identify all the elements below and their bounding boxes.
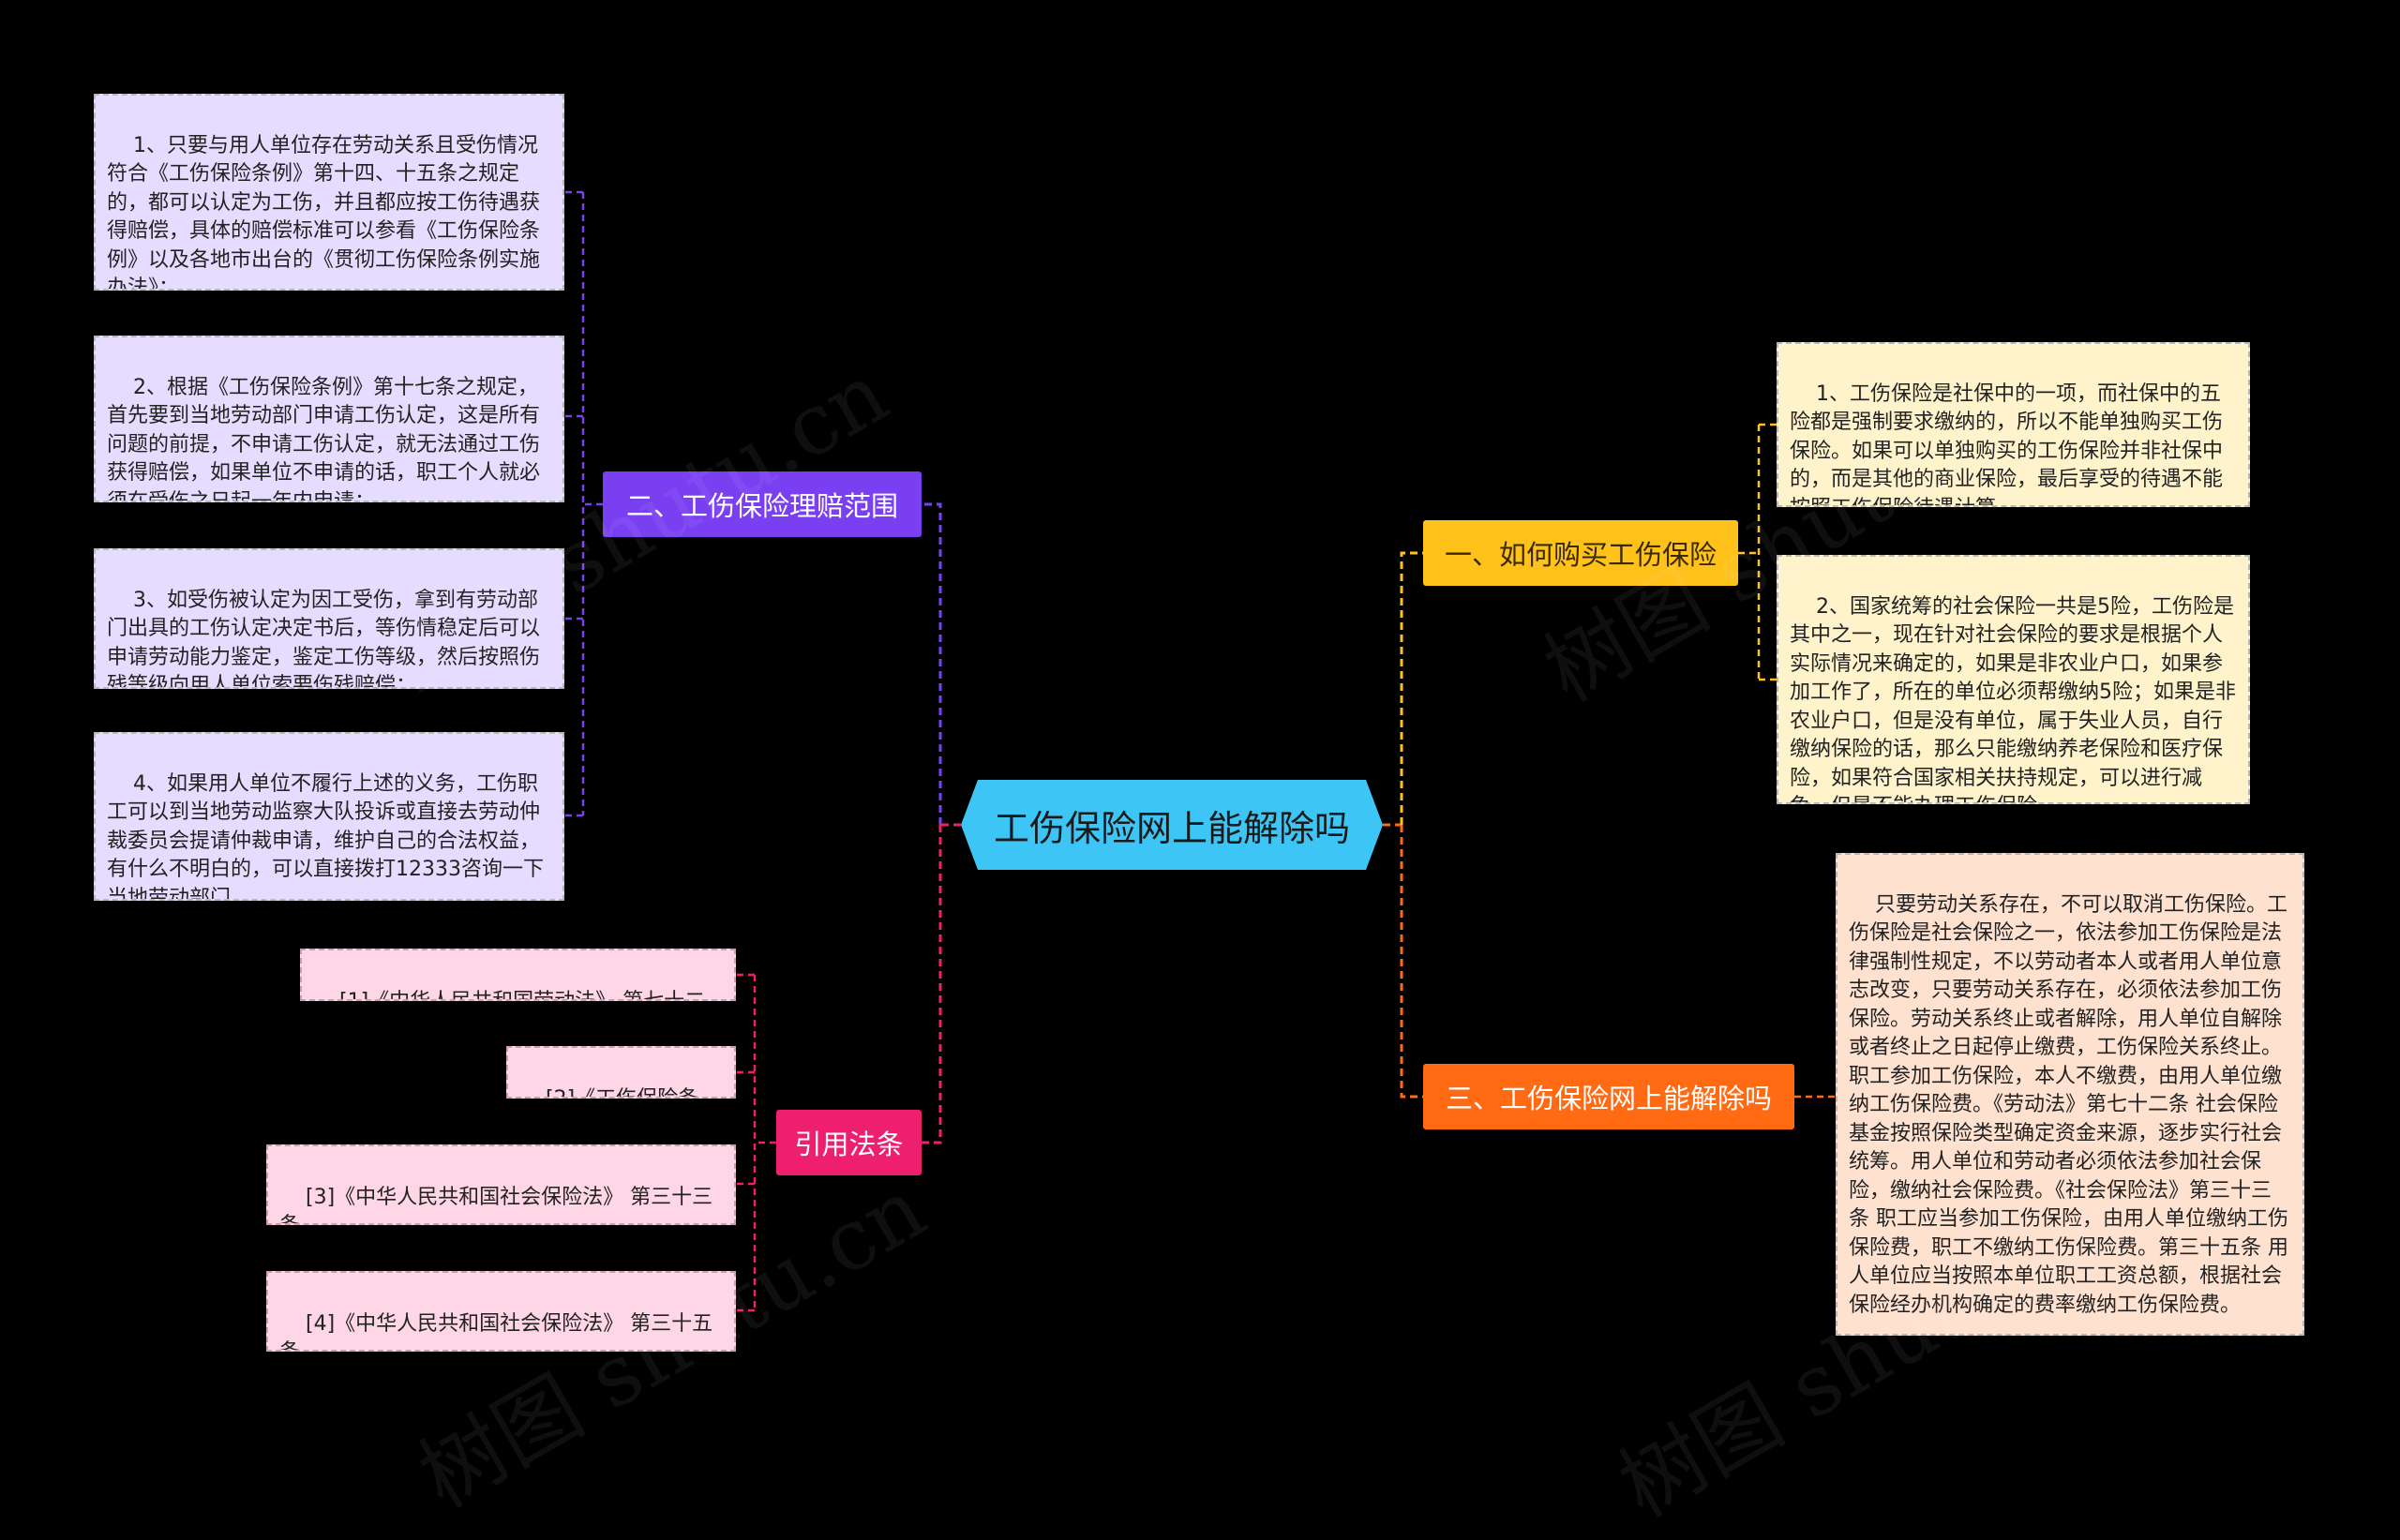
connector-trunk-scope	[922, 502, 942, 825]
branch-purchase[interactable]: 一、如何购买工伤保险	[1423, 520, 1738, 586]
citation-ref-4[interactable]: [4]《中华人民共和国社会保险法》 第三十五条	[266, 1271, 736, 1352]
scope-leaf-3[interactable]: 3、如受伤被认定为因工受伤，拿到有劳动部门出具的工伤认定决定书后，等伤情稳定后可…	[94, 548, 564, 689]
root-topic-label: 工伤保险网上能解除吗	[993, 807, 1350, 849]
scope-leaf-1-text: 1、只要与用人单位存在劳动关系且受伤情况符合《工伤保险条例》第十四、十五条之规定…	[107, 133, 541, 291]
connector-lines	[564, 190, 1836, 1312]
purchase-leaf-1-text: 1、工伤保险是社保中的一项，而社保中的五险都是强制要求缴纳的，所以不能单独购买工…	[1790, 381, 2224, 506]
branch-citations-label: 引用法条	[794, 1129, 904, 1160]
citation-ref-2-text: [2]《工伤保险条例》	[519, 1087, 698, 1097]
connector-purchase-spine	[1738, 425, 1761, 680]
connector-scope-spine	[581, 192, 603, 815]
citation-ref-1[interactable]: [1]《中华人民共和国劳动法》 第七十二条	[300, 949, 736, 1001]
citation-ref-2[interactable]: [2]《工伤保险条例》	[506, 1046, 736, 1099]
branch-terminate-label: 三、工伤保险网上能解除吗	[1445, 1083, 1772, 1114]
citation-ref-3-text: [3]《中华人民共和国社会保险法》 第三十三条	[279, 1186, 713, 1223]
scope-leaf-4[interactable]: 4、如果用人单位不履行上述的义务，工伤职工可以到当地劳动监察大队投诉或直接去劳动…	[94, 732, 564, 901]
branch-purchase-label: 一、如何购买工伤保险	[1444, 539, 1717, 571]
root-topic[interactable]: 工伤保险网上能解除吗	[961, 780, 1383, 870]
branch-scope[interactable]: 二、工伤保险理赔范围	[603, 471, 922, 537]
connector-trunk-purchase	[1400, 551, 1423, 825]
purchase-leaf-1[interactable]: 1、工伤保险是社保中的一项，而社保中的五险都是强制要求缴纳的，所以不能单独购买工…	[1777, 342, 2250, 507]
scope-leaf-2[interactable]: 2、根据《工伤保险条例》第十七条之规定，首先要到当地劳动部门申请工伤认定，这是所…	[94, 336, 564, 502]
branch-scope-label: 二、工伤保险理赔范围	[625, 490, 898, 522]
mind-map-canvas: 工伤保险网上能解除吗 二、工伤保险理赔范围 引用法条 一、如何购买工伤保险 三、…	[94, 94, 2304, 1536]
citation-ref-1-text: [1]《中华人民共和国劳动法》 第七十二条	[313, 990, 705, 999]
terminate-leaf-text: 只要劳动关系存在，不可以取消工伤保险。工伤保险是社会保险之一，依法参加工伤保险是…	[1849, 892, 2288, 1317]
citation-ref-4-text: [4]《中华人民共和国社会保险法》 第三十五条	[279, 1312, 713, 1350]
terminate-leaf[interactable]: 只要劳动关系存在，不可以取消工伤保险。工伤保险是社会保险之一，依法参加工伤保险是…	[1836, 853, 2304, 1336]
connector-trunk-citations	[922, 825, 942, 1144]
root-hexagon-shape	[961, 780, 1383, 870]
purchase-leaf-2-text: 2、国家统筹的社会保险一共是5险，工伤险是其中之一，现在针对社会保险的要求是根据…	[1790, 594, 2236, 803]
scope-leaf-3-text: 3、如受伤被认定为因工受伤，拿到有劳动部门出具的工伤认定决定书后，等伤情稳定后可…	[107, 588, 541, 689]
branch-terminate[interactable]: 三、工伤保险网上能解除吗	[1423, 1064, 1794, 1129]
scope-leaf-4-text: 4、如果用人单位不履行上述的义务，工伤职工可以到当地劳动监察大队投诉或直接去劳动…	[107, 771, 544, 901]
scope-leaf-1[interactable]: 1、只要与用人单位存在劳动关系且受伤情况符合《工伤保险条例》第十四、十五条之规定…	[94, 94, 564, 291]
connector-trunk-terminate	[1400, 825, 1423, 1099]
branch-citations[interactable]: 引用法条	[776, 1110, 922, 1175]
purchase-leaf-2[interactable]: 2、国家统筹的社会保险一共是5险，工伤险是其中之一，现在针对社会保险的要求是根据…	[1777, 555, 2250, 804]
connector-citations-spine	[753, 975, 776, 1310]
citation-ref-3[interactable]: [3]《中华人民共和国社会保险法》 第三十三条	[266, 1144, 736, 1225]
scope-leaf-2-text: 2、根据《工伤保险条例》第十七条之规定，首先要到当地劳动部门申请工伤认定，这是所…	[107, 375, 541, 502]
